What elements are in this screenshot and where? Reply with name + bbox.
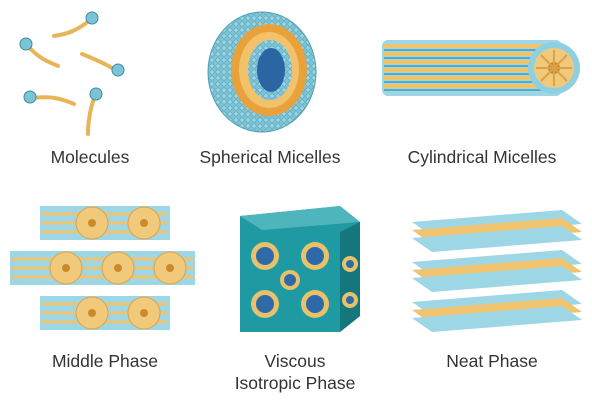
panel-middle-phase: Middle Phase — [0, 196, 210, 404]
molecule — [54, 12, 98, 36]
cylindrical-micelles-label: Cylindrical Micelles — [372, 146, 592, 168]
viscous-isotropic-phase-label: Viscous Isotropic Phase — [210, 350, 380, 394]
molecule — [88, 88, 102, 134]
molecules-illustration — [0, 0, 180, 150]
neat-phase-label: Neat Phase — [392, 350, 592, 372]
neat-phase-illustration — [392, 196, 592, 346]
molecule — [24, 91, 74, 104]
middle-phase-label: Middle Phase — [0, 350, 210, 372]
middle-phase-illustration — [0, 196, 210, 346]
panel-neat-phase: Neat Phase — [392, 196, 592, 404]
viscous-isotropic-illustration — [210, 196, 380, 346]
molecule — [82, 54, 124, 76]
panel-spherical-micelles: Spherical Micelles — [170, 0, 370, 200]
spherical-micelles-label: Spherical Micelles — [170, 146, 370, 168]
panel-cylindrical-micelles: Cylindrical Micelles — [372, 0, 592, 200]
molecules-label: Molecules — [0, 146, 180, 168]
cylindrical-micelle-illustration — [372, 0, 592, 150]
panel-molecules: Molecules — [0, 0, 180, 200]
spherical-micelle-illustration — [170, 0, 370, 150]
panel-viscous-isotropic-phase: Viscous Isotropic Phase — [210, 196, 380, 404]
molecule — [20, 38, 58, 66]
